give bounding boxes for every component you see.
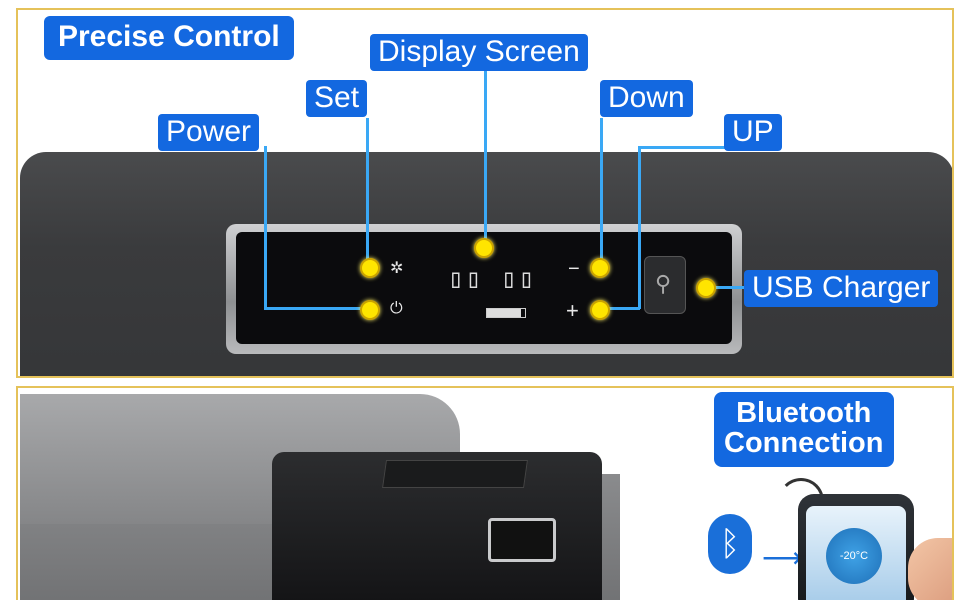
up-button[interactable] bbox=[590, 300, 610, 320]
dc-socket bbox=[382, 460, 528, 488]
bluetooth-icon: ᛒ bbox=[708, 514, 752, 574]
usb-wire bbox=[708, 286, 748, 289]
usb-charger-tag: USB Charger bbox=[744, 270, 939, 307]
up-wire bbox=[638, 146, 641, 309]
title-tag: Precise Control bbox=[44, 16, 294, 60]
power-icon: ⏻ bbox=[390, 300, 403, 317]
usb-indicator bbox=[696, 278, 716, 298]
hand bbox=[908, 538, 952, 600]
up-wire-bottom bbox=[600, 307, 640, 310]
gear-icon: ✲ bbox=[390, 260, 404, 277]
set-button[interactable] bbox=[360, 258, 380, 278]
usb-port: ⚲ bbox=[644, 256, 686, 314]
set-wire bbox=[366, 118, 369, 268]
display-indicator bbox=[474, 238, 494, 258]
display-screen-tag: Display Screen bbox=[370, 34, 588, 71]
arrow-right-icon: ⟶ bbox=[762, 542, 803, 573]
plus-icon: + bbox=[566, 298, 579, 323]
bluetooth-line2: Connection bbox=[724, 427, 884, 460]
bluetooth-line1: Bluetooth bbox=[736, 397, 872, 429]
segment-display: ▯▯ ▯▯ bbox=[448, 264, 537, 294]
battery-icon bbox=[486, 308, 526, 318]
power-wire-h bbox=[264, 307, 370, 310]
up-wire-h bbox=[638, 146, 748, 149]
temperature-gauge: -20°C bbox=[826, 528, 882, 584]
power-tag: Power bbox=[158, 114, 260, 151]
usb-icon: ⚲ bbox=[655, 271, 672, 296]
usb-a-port bbox=[488, 518, 556, 562]
down-button[interactable] bbox=[590, 258, 610, 278]
down-tag: Down bbox=[600, 80, 693, 117]
up-tag: UP bbox=[724, 114, 782, 151]
display-wire bbox=[484, 70, 487, 248]
bluetooth-panel: Bluetooth Connection ᛒ ⟶ -20°C bbox=[16, 386, 954, 600]
power-button[interactable] bbox=[360, 300, 380, 320]
power-wire bbox=[264, 146, 267, 309]
bluetooth-connection-tag: Bluetooth Connection bbox=[714, 392, 894, 467]
minus-icon: − bbox=[568, 258, 580, 280]
down-wire bbox=[600, 118, 603, 268]
set-tag: Set bbox=[306, 80, 368, 117]
precise-control-panel: ✲ ⏻ − + ▯▯ ▯▯ ⚲ Precise Control Display … bbox=[16, 8, 954, 378]
